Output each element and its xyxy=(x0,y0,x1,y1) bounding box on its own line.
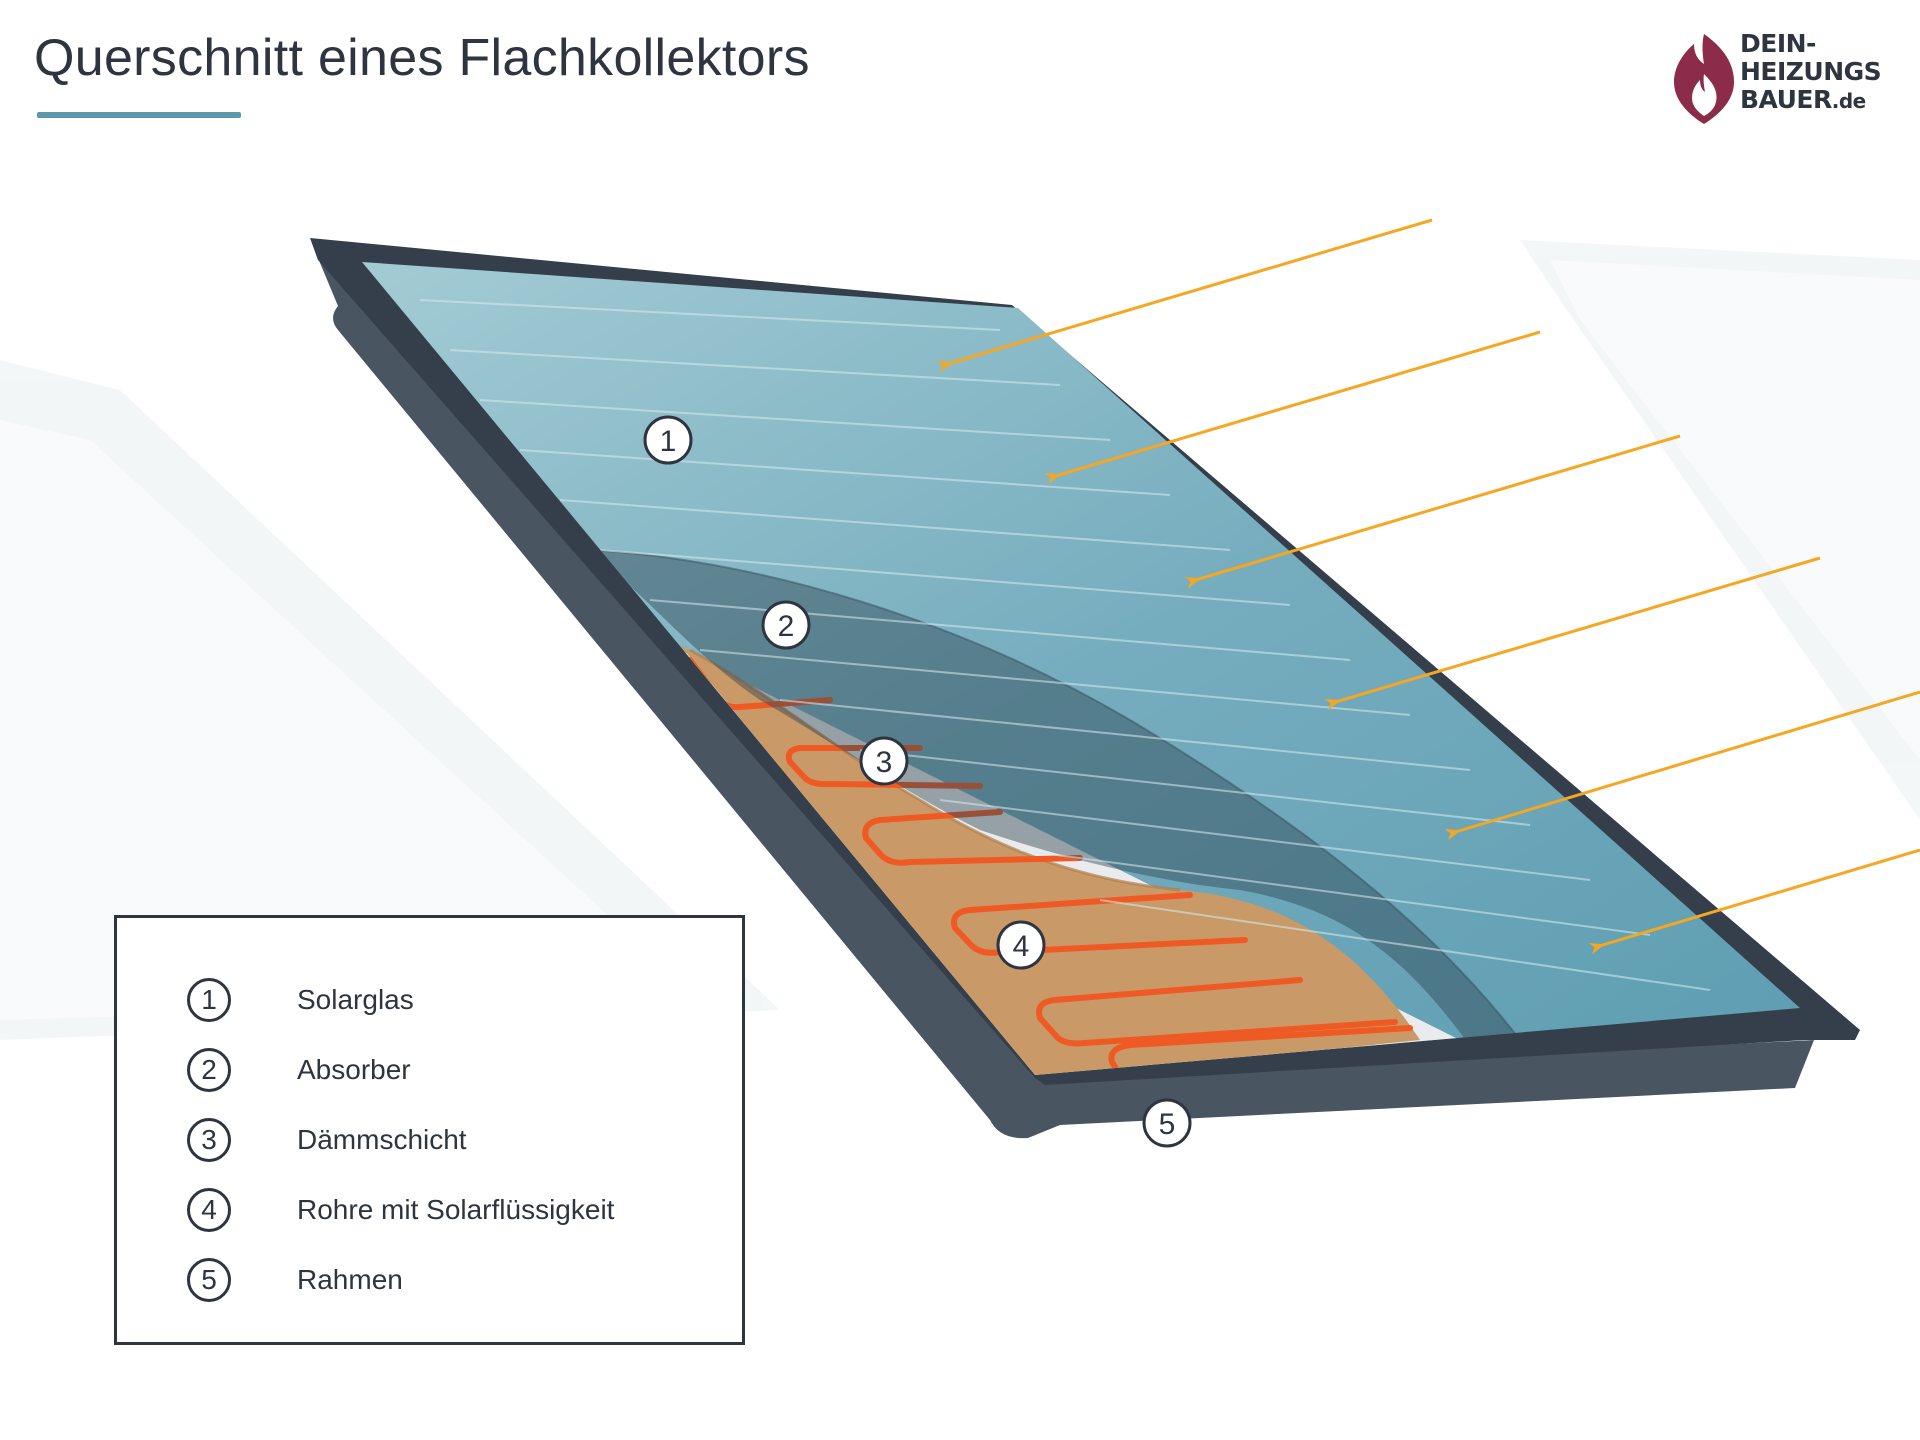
marker-2: 2 xyxy=(761,600,811,650)
sun-ray-arrow xyxy=(1588,848,1920,955)
sun-ray-arrow xyxy=(1184,434,1681,589)
legend-label: Absorber xyxy=(297,1054,411,1085)
marker-1-label: 1 xyxy=(660,425,677,458)
legend-label: Solarglas xyxy=(297,984,414,1015)
flame-icon xyxy=(1674,34,1734,124)
brand-tld: .de xyxy=(1831,89,1866,113)
legend-number: 5 xyxy=(187,1258,231,1302)
sun-ray-arrow xyxy=(1044,330,1541,485)
glass-sheen xyxy=(419,299,1711,991)
marker-3-label: 3 xyxy=(876,746,893,779)
sun-ray-arrow xyxy=(1444,690,1920,841)
title-underline xyxy=(37,112,241,118)
marker-4: 4 xyxy=(996,920,1046,970)
marker-3: 3 xyxy=(859,736,909,786)
legend-number: 3 xyxy=(187,1118,231,1162)
brand-line-1: DEIN- xyxy=(1740,29,1816,58)
legend-item-rahmen: 5 Rahmen xyxy=(117,1258,742,1314)
marker-4-label: 4 xyxy=(1013,930,1030,963)
page-title: Querschnitt eines Flachkollektors xyxy=(34,29,810,87)
legend-number: 1 xyxy=(187,978,231,1022)
marker-1: 1 xyxy=(643,415,693,465)
legend-item-daemmschicht: 3 Dämmschicht xyxy=(117,1118,742,1174)
sun-ray-arrow xyxy=(936,218,1433,373)
background-collector-left xyxy=(0,360,780,1040)
insulation-layer xyxy=(680,645,1420,1075)
legend-item-solarglas: 1 Solarglas xyxy=(117,978,742,1034)
legend-label: Rohre mit Solarflüssigkeit xyxy=(297,1194,615,1225)
marker-2-label: 2 xyxy=(778,610,795,643)
legend-item-rohre: 4 Rohre mit Solarflüssigkeit xyxy=(117,1188,742,1244)
brand-logo: DEIN- HEIZUNGS BAUER.de xyxy=(1672,30,1892,126)
brand-line-3: BAUER.de xyxy=(1740,86,1900,115)
absorber-layer xyxy=(590,550,1520,1060)
marker-5: 5 xyxy=(1142,1098,1192,1148)
legend-number: 2 xyxy=(187,1048,231,1092)
marker-5-label: 5 xyxy=(1159,1108,1176,1141)
sun-ray-arrow xyxy=(1324,556,1821,711)
background-collector-right xyxy=(1520,240,1920,820)
brand-line-3-text: BAUER xyxy=(1740,85,1832,114)
legend-label: Dämmschicht xyxy=(297,1124,467,1155)
legend-item-absorber: 2 Absorber xyxy=(117,1048,742,1104)
brand-line-2: HEIZUNGS xyxy=(1740,57,1882,86)
sun-rays xyxy=(936,218,1920,955)
legend: 1 Solarglas 2 Absorber 3 Dämmschicht 4 R… xyxy=(114,915,745,1345)
frame-side xyxy=(318,258,1814,1139)
glass-panel xyxy=(362,262,1800,1075)
brand-wordmark: DEIN- HEIZUNGS BAUER.de xyxy=(1740,30,1900,115)
legend-number: 4 xyxy=(187,1188,231,1232)
legend-label: Rahmen xyxy=(297,1264,403,1295)
